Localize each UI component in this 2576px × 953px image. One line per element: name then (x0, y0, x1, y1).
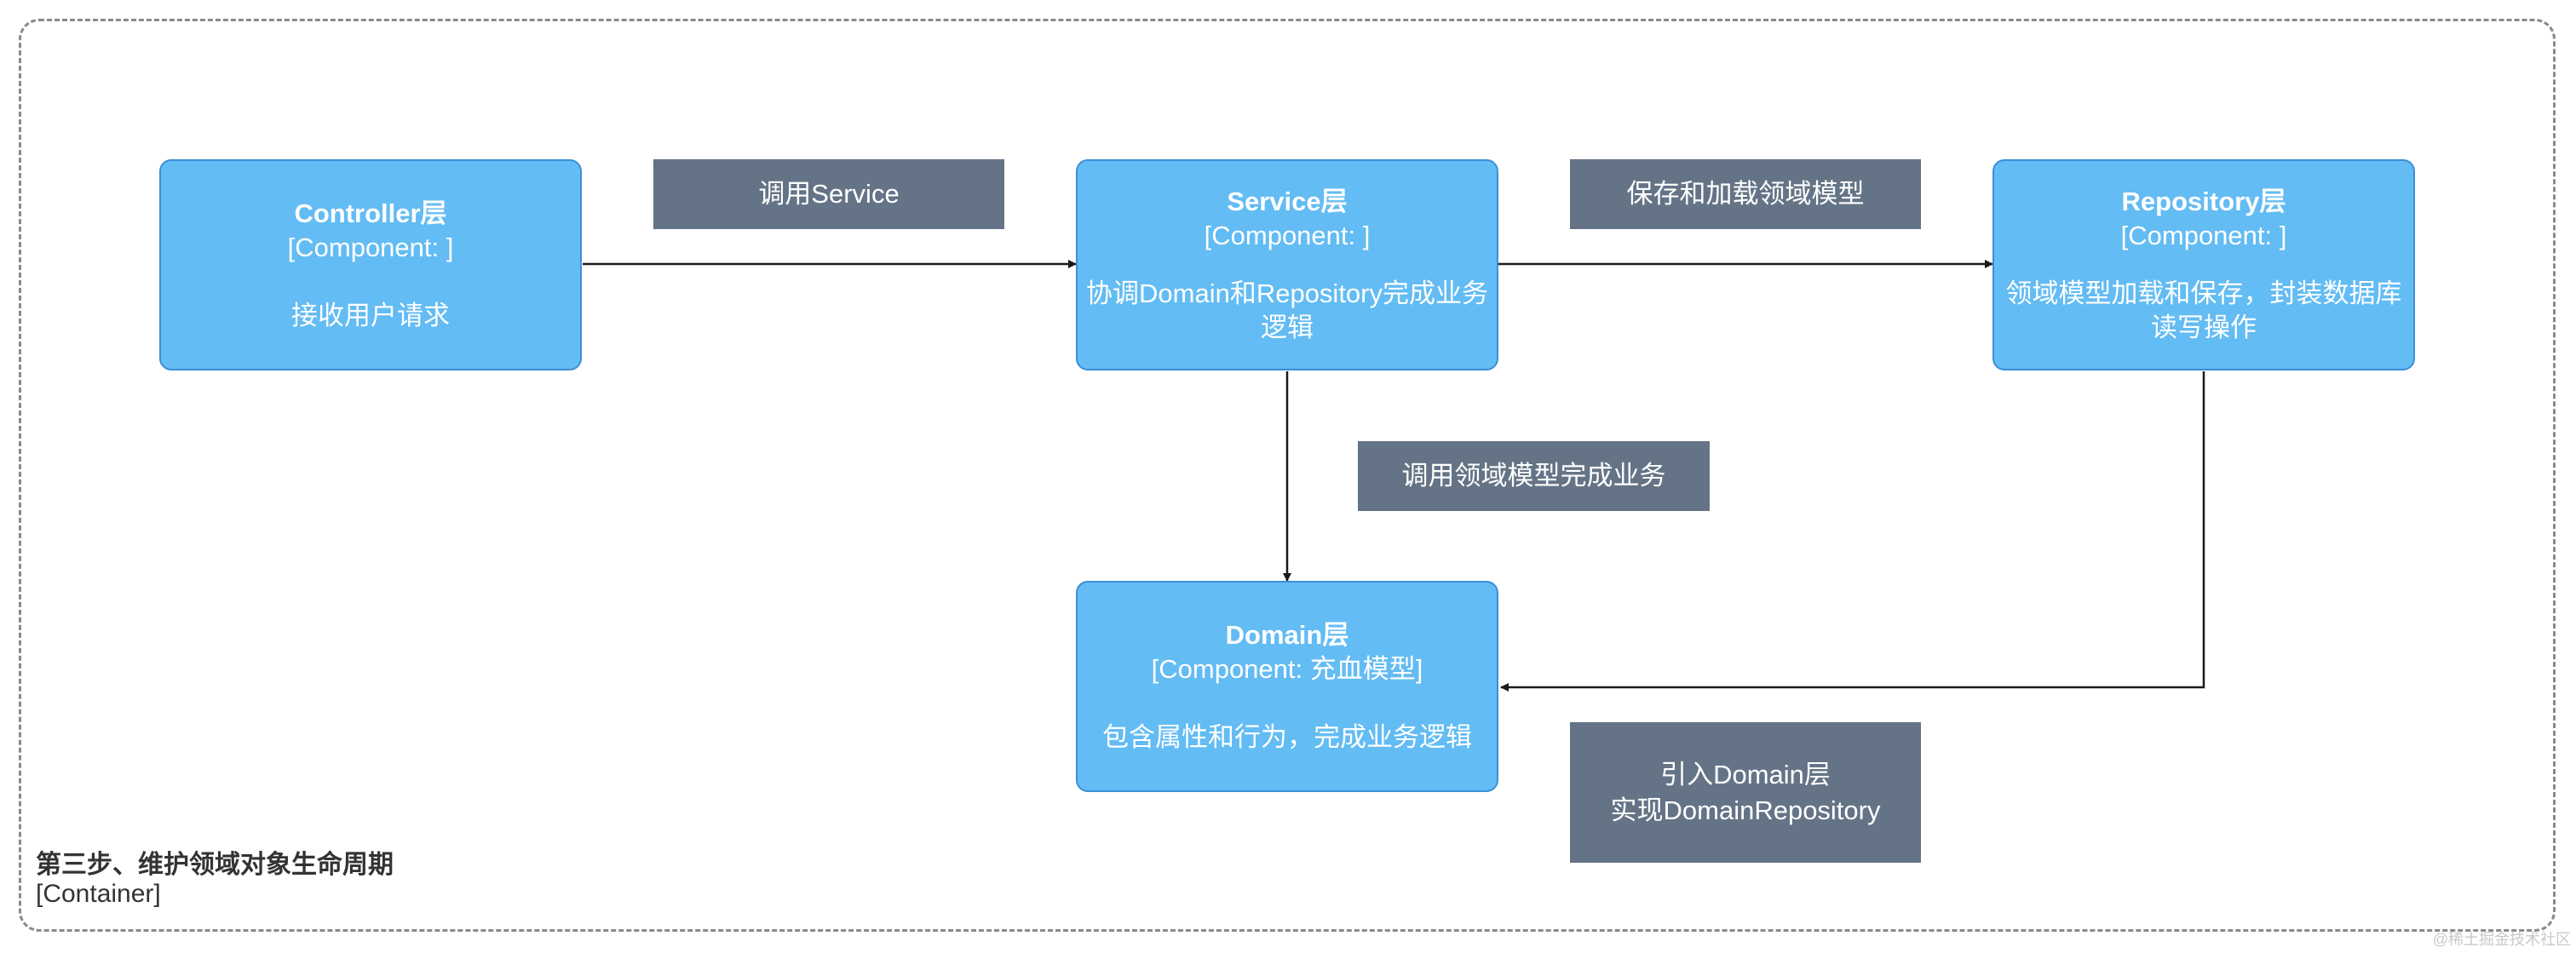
node-domain-name: Domain层 (1225, 620, 1349, 650)
node-domain-type: [Component: 充血模型] (1151, 654, 1423, 684)
node-service[interactable]: Service层 [Component: ] 协调Domain和Reposito… (1076, 159, 1498, 370)
watermark: @稀土掘金技术社区 (2432, 931, 2571, 948)
node-repository-desc: 领域模型加载和保存，封装数据库读写操作 (2005, 278, 2402, 342)
node-repository[interactable]: Repository层 [Component: ] 领域模型加载和保存，封装数据… (1992, 159, 2415, 370)
node-repository-type: [Component: ] (2120, 221, 2287, 250)
node-controller-desc: 接收用户请求 (291, 301, 450, 330)
node-service-desc: 协调Domain和Repository完成业务逻辑 (1086, 278, 1488, 342)
node-controller-type: [Component: ] (287, 233, 454, 262)
edge-label-repository-domain-line2: 实现DomainRepository (1610, 795, 1881, 825)
edge-label-repository-domain: 引入Domain层 实现DomainRepository (1570, 722, 1921, 863)
node-domain-desc: 包含属性和行为，完成业务逻辑 (1102, 722, 1472, 752)
node-controller[interactable]: Controller层 [Component: ] 接收用户请求 (159, 159, 582, 370)
edge-label-service-domain: 调用领域模型完成业务 (1358, 441, 1710, 511)
node-repository-name: Repository层 (2121, 187, 2286, 216)
edge-label-service-repository: 保存和加载领域模型 (1570, 159, 1921, 229)
container-title: 第三步、维护领域对象生命周期 (36, 851, 394, 879)
container-boundary (19, 19, 2556, 932)
node-controller-name: Controller层 (294, 198, 447, 228)
edge-repository-to-domain (1500, 371, 2205, 692)
node-domain[interactable]: Domain层 [Component: 充血模型] 包含属性和行为，完成业务逻辑 (1076, 581, 1498, 792)
edge-label-controller-service: 调用Service (653, 159, 1004, 229)
node-service-name: Service层 (1227, 187, 1348, 216)
container-type: [Container] (36, 880, 161, 908)
edge-label-repository-domain-line1: 引入Domain层 (1660, 759, 1831, 789)
node-service-type: [Component: ] (1204, 221, 1371, 250)
